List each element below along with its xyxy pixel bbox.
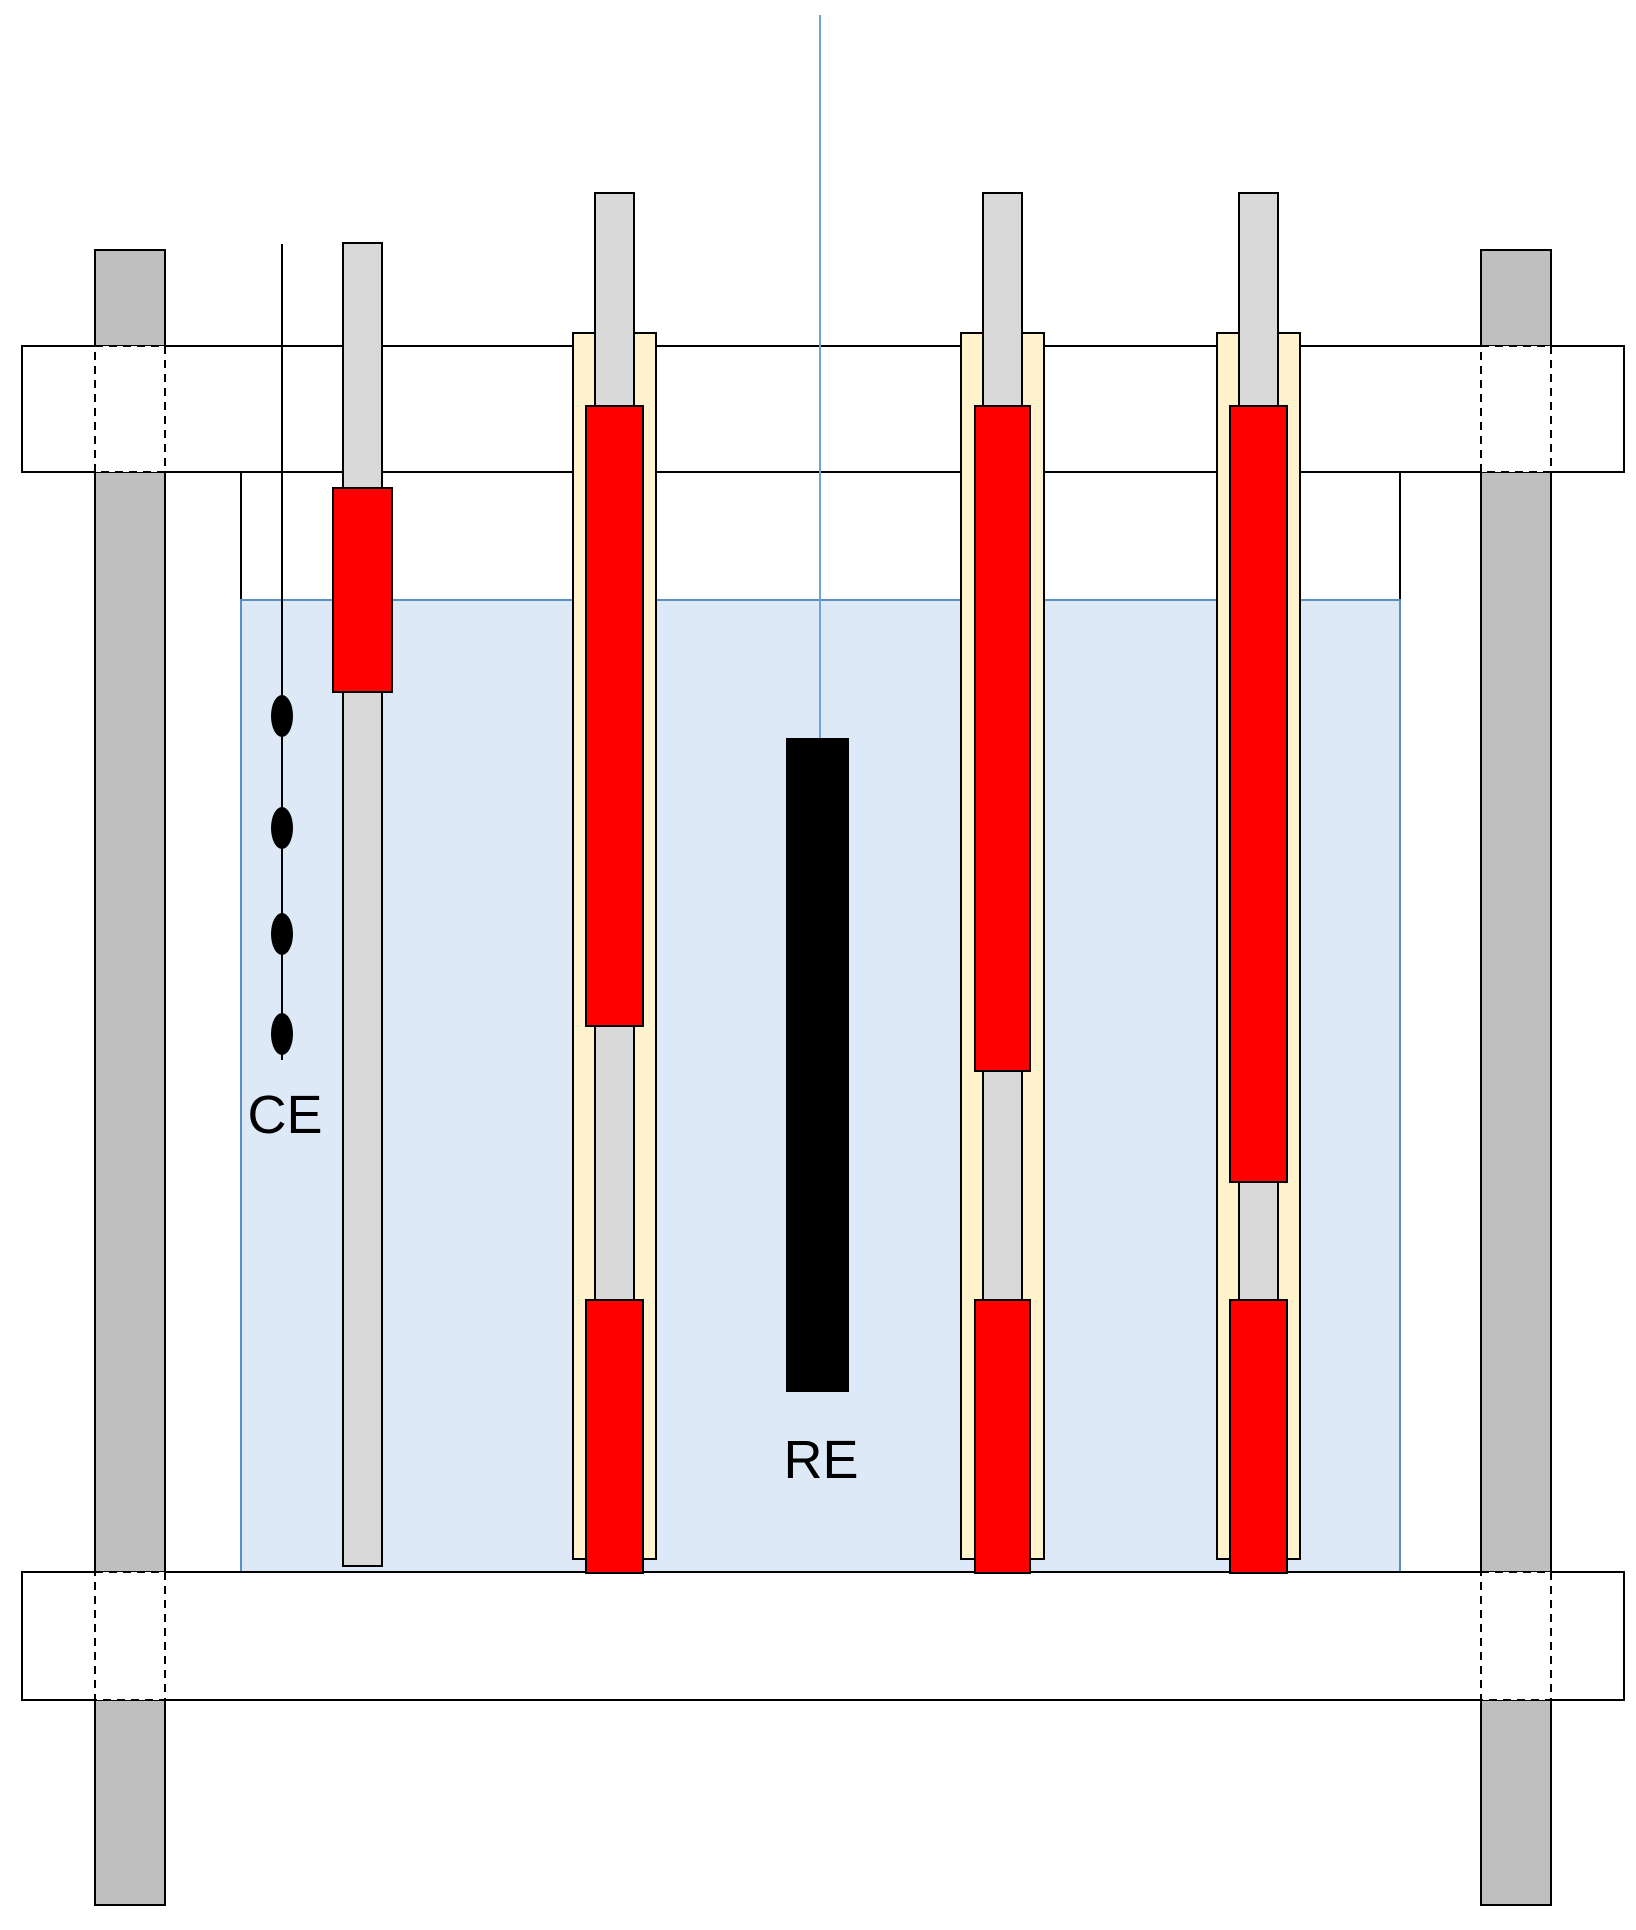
top-plate-left-hole: [94, 345, 166, 473]
ce-bead-icon: [271, 913, 293, 955]
top-plate: [21, 345, 1625, 473]
bottom-plate-left-hole: [94, 1571, 166, 1701]
specimen-2-lower-red: [974, 1299, 1031, 1574]
reference-electrode: RE: [783, 15, 859, 1490]
bottom-plate-right-hole: [1480, 1571, 1552, 1701]
specimen-3-lower-red: [1229, 1299, 1288, 1574]
ce-bead-icon: [271, 695, 293, 737]
re-label: RE: [783, 1430, 858, 1490]
electrode-rod-1: [332, 242, 393, 1567]
specimen-1-upper-red: [585, 405, 644, 1027]
top-plate-right-hole: [1480, 345, 1552, 473]
ce-bead-icon: [271, 807, 293, 849]
rod-1-red-segment: [332, 487, 393, 693]
specimen-3-upper-red: [1229, 405, 1288, 1183]
bottom-plate: [21, 1571, 1625, 1701]
counter-electrode: CE: [247, 244, 323, 1145]
bottom-plate-body: [21, 1571, 1625, 1701]
rod-1-body: [342, 242, 383, 1567]
reference-electrode-block: [786, 738, 849, 1392]
container-walls: [240, 470, 1401, 600]
ce-label: CE: [247, 1085, 322, 1145]
specimen-1-lower-red: [585, 1299, 644, 1574]
sleeved-specimen-2: [960, 192, 1045, 1574]
sleeved-specimen-1: [572, 192, 657, 1574]
specimen-2-upper-red: [974, 405, 1031, 1072]
ce-bead-icon: [271, 1013, 293, 1055]
sleeved-specimen-3: [1216, 192, 1301, 1574]
top-plate-body: [21, 345, 1625, 473]
